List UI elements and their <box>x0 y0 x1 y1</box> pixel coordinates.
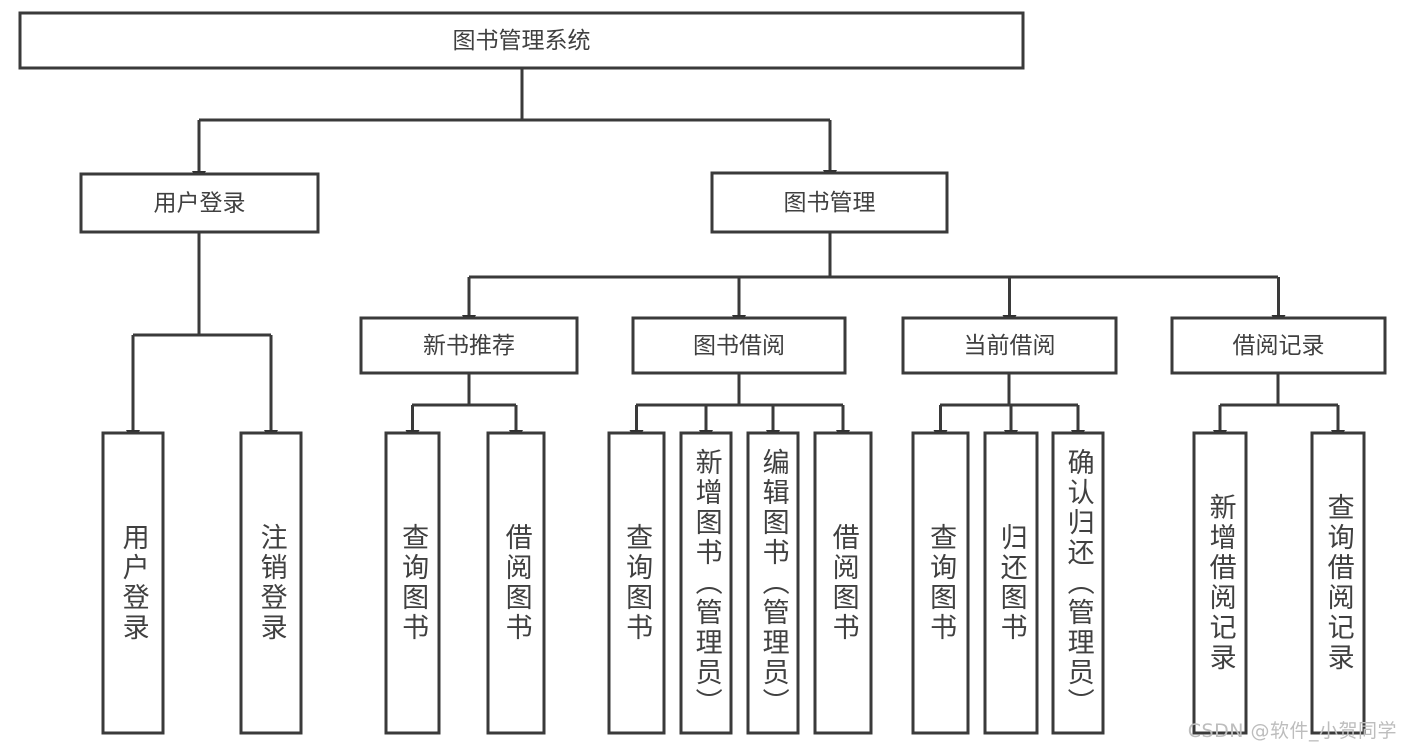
node-level2-3[interactable] <box>1170 316 1387 375</box>
node-level1-1[interactable] <box>710 171 949 234</box>
leaf-box-10[interactable] <box>1051 431 1105 735</box>
leaf-box-2[interactable] <box>384 431 441 735</box>
leaf-box-7[interactable] <box>813 431 873 735</box>
connector-edges-layer <box>126 68 1345 442</box>
node-level1-0[interactable] <box>79 172 320 234</box>
leaf-box-3[interactable] <box>486 431 546 735</box>
leaf-box-5[interactable] <box>679 431 733 735</box>
node-level2-0[interactable] <box>359 316 579 375</box>
leaf-box-8[interactable] <box>911 431 970 735</box>
leaf-box-9[interactable] <box>983 431 1039 735</box>
node-root-label-0: 图书管理系统 <box>453 28 591 54</box>
node-level1-label-1: 图书管理 <box>784 190 876 216</box>
node-level2-label-0: 新书推荐 <box>423 333 515 359</box>
node-level2-label-2: 当前借阅 <box>964 333 1056 359</box>
node-root-0[interactable] <box>18 11 1025 70</box>
node-level2-label-3: 借阅记录 <box>1233 333 1325 359</box>
leaf-box-12[interactable] <box>1310 431 1366 735</box>
node-level1-label-0: 用户登录 <box>154 191 246 217</box>
leaf-box-11[interactable] <box>1192 431 1248 735</box>
node-level2-2[interactable] <box>901 316 1118 375</box>
leaf-box-1[interactable] <box>239 431 303 735</box>
leaf-box-0[interactable] <box>101 431 165 735</box>
leaf-box-4[interactable] <box>607 431 666 735</box>
node-level2-label-1: 图书借阅 <box>693 333 785 359</box>
node-boxes-layer <box>18 11 1387 735</box>
node-level2-1[interactable] <box>631 316 847 375</box>
leaf-box-6[interactable] <box>746 431 800 735</box>
